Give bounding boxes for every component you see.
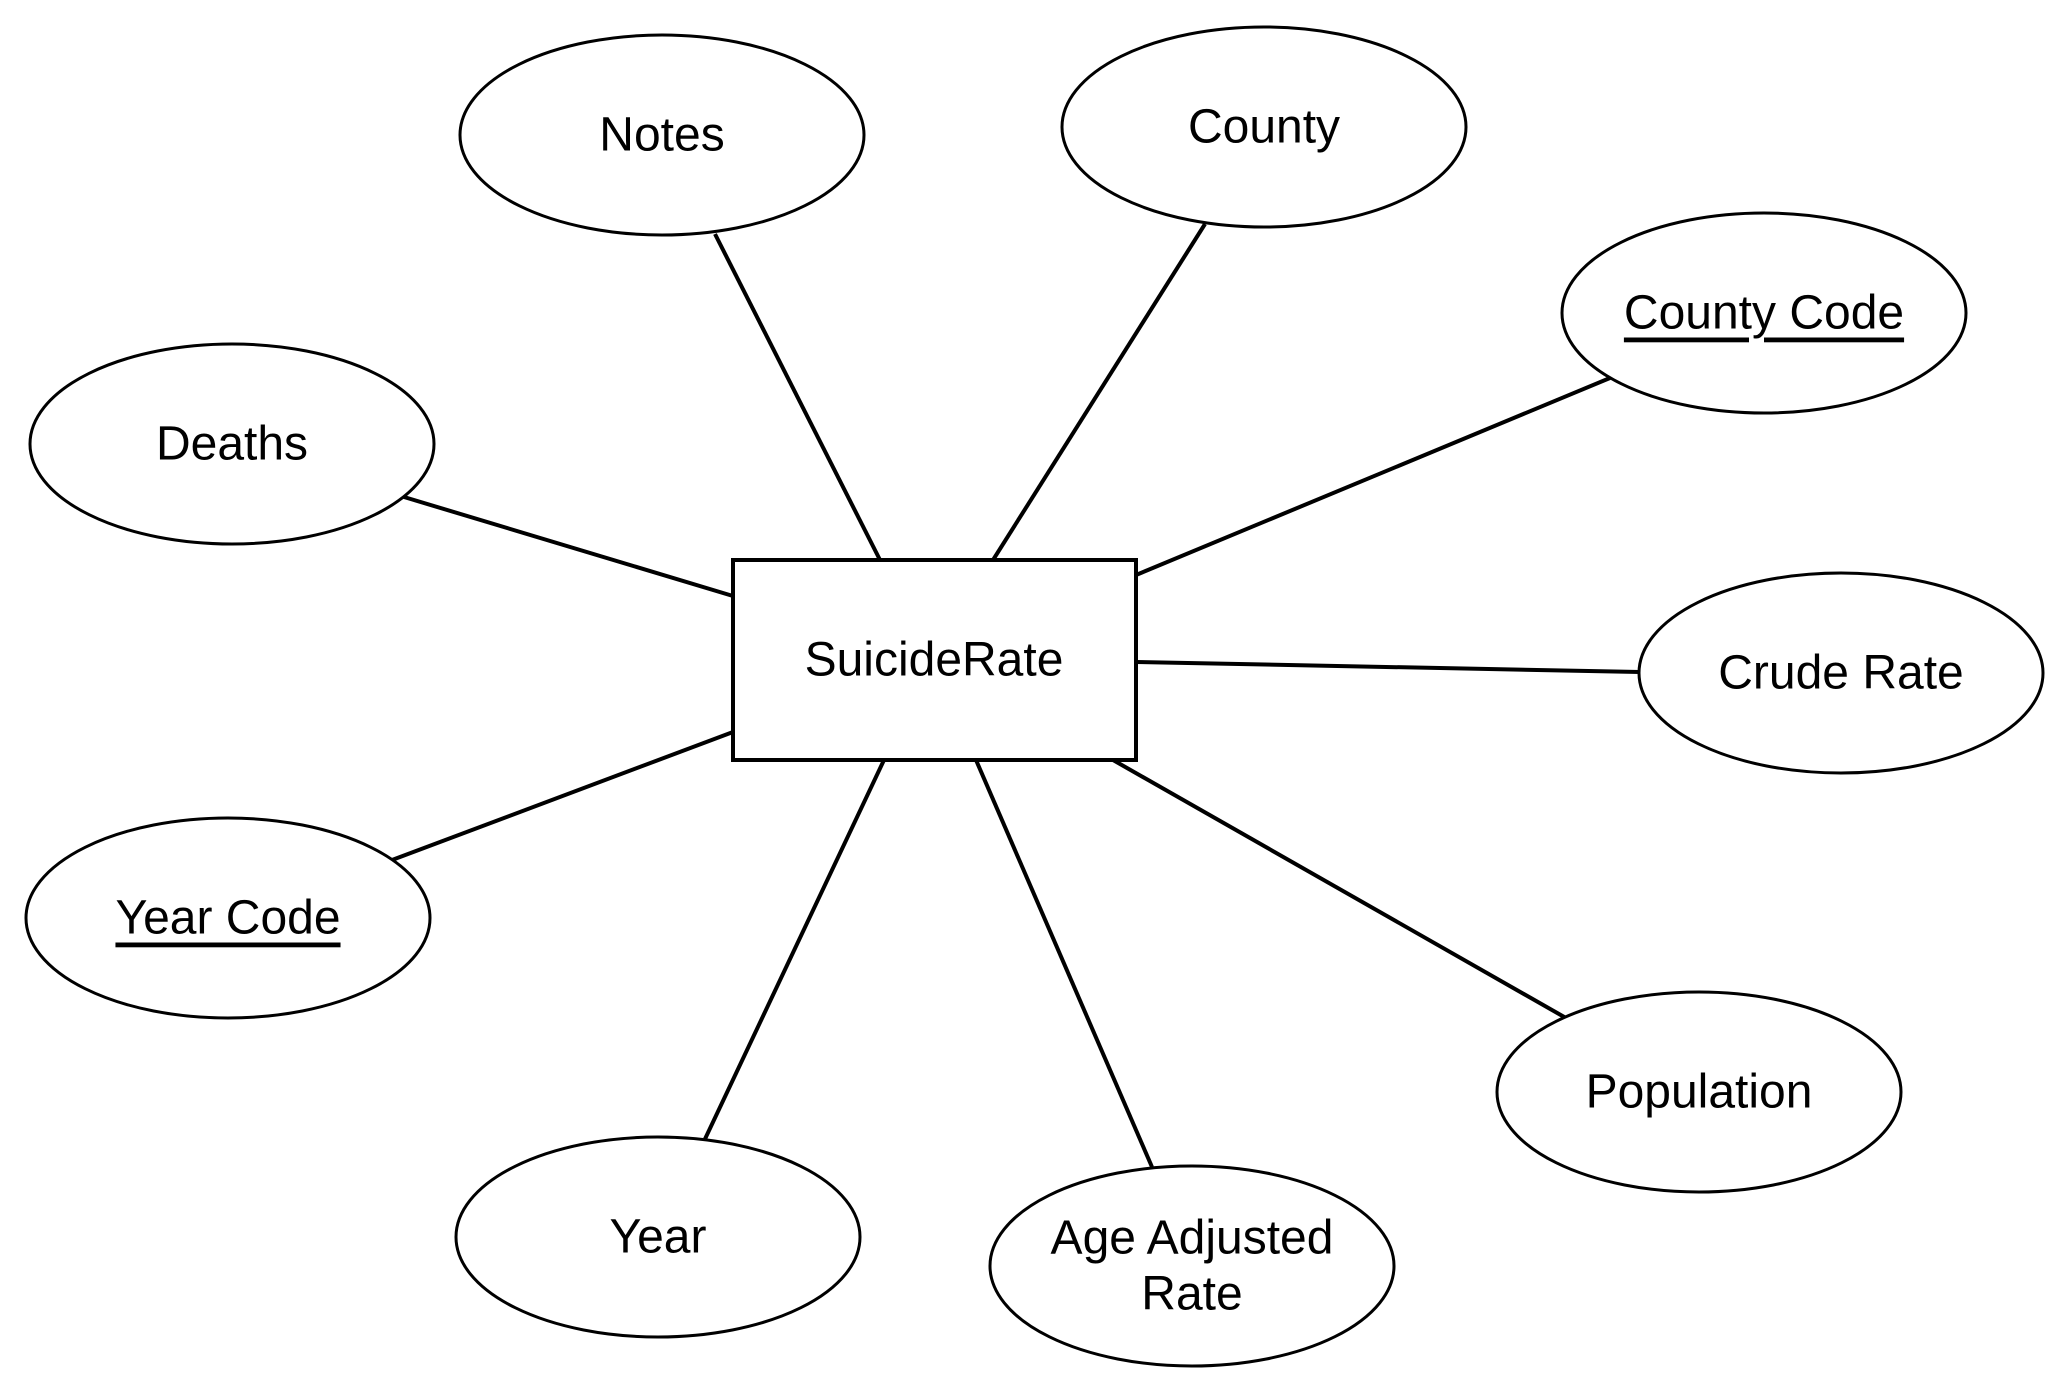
- connector-crude-rate: [1135, 660, 1641, 674]
- attribute-ellipse[interactable]: [458, 33, 866, 237]
- attribute-ellipse[interactable]: [988, 1164, 1396, 1368]
- entity-label: SuicideRate: [805, 634, 1064, 687]
- attribute-label: Year Code: [115, 892, 340, 945]
- entity-box[interactable]: [731, 558, 1138, 762]
- attribute-county[interactable]: County: [1060, 25, 1468, 229]
- attribute-label: Notes: [599, 109, 724, 162]
- connector-population: [1112, 758, 1567, 1020]
- attribute-crude-rate[interactable]: Crude Rate: [1637, 571, 2045, 775]
- attribute-population[interactable]: Population: [1495, 990, 1903, 1194]
- connector-county: [991, 222, 1207, 562]
- attribute-notes[interactable]: Notes: [458, 33, 866, 237]
- attribute-label: Age Adjusted: [1051, 1212, 1334, 1265]
- connector-age-adjusted-rate: [974, 759, 1154, 1168]
- attribute-label: County: [1188, 101, 1340, 154]
- connector-year-code: [391, 730, 734, 862]
- attribute-ellipse[interactable]: [454, 1135, 862, 1339]
- connector-notes: [713, 233, 882, 561]
- connector-deaths: [403, 495, 734, 598]
- attribute-county-code[interactable]: County Code: [1560, 211, 1968, 415]
- connector-county-code: [1135, 376, 1611, 577]
- attribute-label: County Code: [1624, 287, 1904, 340]
- attribute-year[interactable]: Year: [454, 1135, 862, 1339]
- attribute-label: Deaths: [156, 418, 308, 471]
- attribute-ellipse[interactable]: [1495, 990, 1903, 1194]
- attribute-label: Crude Rate: [1718, 647, 1963, 700]
- attribute-ellipse[interactable]: [1560, 211, 1968, 415]
- attribute-ellipse[interactable]: [28, 342, 436, 546]
- attribute-year-code[interactable]: Year Code: [24, 816, 432, 1020]
- connectors: [391, 222, 1641, 1168]
- attribute-label: Year: [610, 1211, 707, 1264]
- attribute-ellipse[interactable]: [1060, 25, 1468, 229]
- entity-suiciderate[interactable]: SuicideRate: [731, 558, 1138, 762]
- attribute-ellipse[interactable]: [24, 816, 432, 1020]
- attribute-label: Rate: [1141, 1268, 1242, 1321]
- connector-year: [703, 759, 886, 1140]
- attribute-label: Population: [1586, 1066, 1813, 1119]
- attribute-ellipse[interactable]: [1637, 571, 2045, 775]
- attribute-deaths[interactable]: Deaths: [28, 342, 436, 546]
